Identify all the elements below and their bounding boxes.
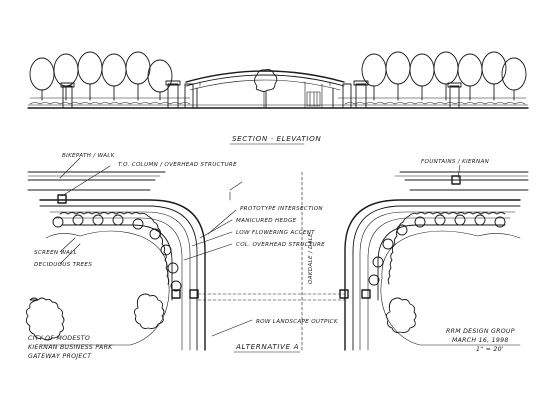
section-elevation <box>27 51 529 109</box>
label-col-overhead-structure: COL. OVERHEAD STRUCTURE <box>236 242 325 248</box>
title-block-left: CITY OF MODESTO KIERNAN BUSINESS PARK GA… <box>28 335 113 360</box>
firm-name: RRM DESIGN GROUP <box>446 328 515 335</box>
label-fountains: FOUNTAINS / KIERNAN <box>421 159 490 165</box>
label-column-top: T.O. COLUMN / OVERHEAD STRUCTURE <box>118 162 237 168</box>
tree-crown <box>53 53 79 87</box>
central-tree <box>254 69 278 109</box>
plan-right-corner <box>339 171 529 351</box>
label-alternative-a: ALTERNATIVE A <box>235 342 299 351</box>
project-park: KIERNAN BUSINESS PARK <box>28 344 113 351</box>
tree-crown <box>29 57 55 91</box>
tree-crown <box>77 51 103 85</box>
label-screen-wall: SCREEN WALL <box>34 250 77 256</box>
gateway-columns <box>60 80 462 109</box>
overhead-arch-structure <box>185 70 345 109</box>
elevation-trees-left <box>29 51 173 101</box>
plan-left-corner <box>25 171 206 351</box>
label-deciduous-trees: DECIDUOUS TREES <box>34 262 92 268</box>
section-title: SECTION · ELEVATION <box>232 134 321 143</box>
tree-crown <box>125 51 151 85</box>
drawing-date: MARCH 16, 1998 <box>452 337 509 344</box>
tree-crown <box>457 53 483 87</box>
label-bikepath: BIKEPATH / WALK <box>62 153 116 159</box>
label-low-flowering-accent: LOW FLOWERING ACCENT <box>236 230 315 236</box>
tree-crown <box>409 53 435 87</box>
tree-crown <box>101 53 127 87</box>
tree-crown <box>433 51 459 85</box>
label-oakdale: OAKDALE / DALE <box>308 233 314 284</box>
label-manicured-hedge: MANICURED HEDGE <box>236 218 297 224</box>
drawing-scale: 1" = 20' <box>476 346 504 353</box>
project-name: GATEWAY PROJECT <box>28 353 92 360</box>
leader-lines <box>59 157 461 337</box>
client-name: CITY OF MODESTO <box>28 335 90 342</box>
label-row-landscape: ROW LANDSCAPE OUTPICK <box>256 319 339 325</box>
tree-crown <box>385 51 411 85</box>
label-prototype-intersection: PROTOTYPE INTERSECTION <box>240 206 323 212</box>
title-block-right: RRM DESIGN GROUP MARCH 16, 1998 1" = 20' <box>446 328 515 353</box>
elevation-trees-right <box>361 51 527 101</box>
